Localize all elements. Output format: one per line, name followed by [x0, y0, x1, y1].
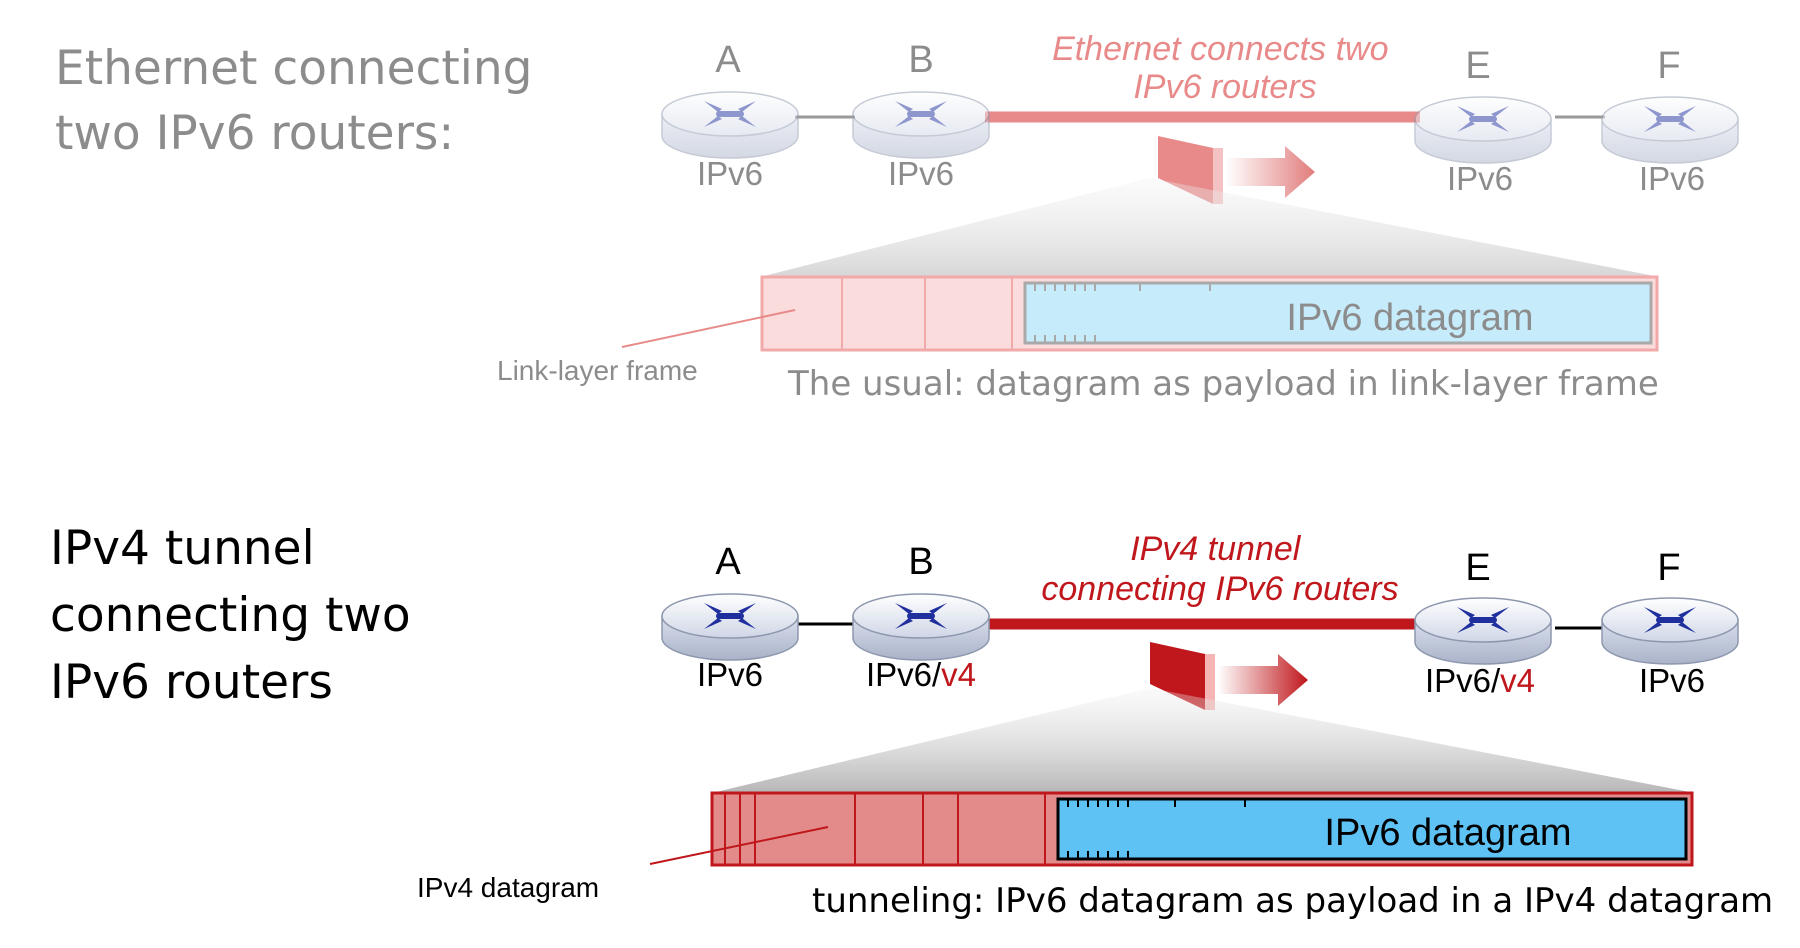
bottom-router-f-label: IPv6: [1639, 662, 1705, 699]
bottom-router-a-name: A: [715, 541, 741, 583]
bottom-payload-box: [1056, 797, 1688, 861]
bottom-datagram-pointer: [649, 826, 829, 865]
top-packet-icon: [1158, 136, 1223, 204]
top-zoom-wedge: [760, 178, 1660, 277]
top-link-label-line-2: IPv6 routers: [1133, 68, 1316, 106]
top-payload-box: [1023, 281, 1653, 345]
bottom-arrow-icon: [1218, 654, 1308, 706]
bottom-tunnel-label: IPv4 tunnel connecting IPv6 routers: [1041, 530, 1398, 608]
bottom-router-e-label: IPv6/v4: [1425, 662, 1535, 699]
bottom-router-f-icon: [1601, 597, 1739, 665]
bottom-tunneling-caption: tunneling: IPv6 datagram as payload in a…: [812, 881, 1773, 921]
top-payload-label: IPv6 datagram: [1286, 297, 1533, 339]
top-frame-caption: Link-layer frame: [497, 355, 698, 386]
bottom-router-b-icon: [852, 593, 990, 661]
top-heading-line-2: two IPv6 routers:: [55, 106, 454, 161]
bottom-router-b-name: B: [908, 541, 933, 583]
top-router-b-icon: [852, 91, 990, 159]
bottom-packet-icon: [1150, 642, 1215, 710]
top-link-label-line-1: Ethernet connects two: [1052, 30, 1388, 68]
bottom-tunnel-label-line-1: IPv4 tunnel: [1130, 530, 1302, 568]
top-frame-pointer: [621, 309, 796, 348]
bottom-zoom-wedge: [712, 688, 1695, 793]
bottom-ipv4-datagram: IPv6 datagram: [710, 791, 1694, 867]
top-router-a-name: A: [715, 39, 741, 81]
bottom-router-f-name: F: [1657, 547, 1680, 589]
bottom-heading: IPv4 tunnel connecting two IPv6 routers: [50, 521, 426, 710]
bottom-datagram-caption: IPv4 datagram: [417, 872, 599, 903]
top-heading-line-1: Ethernet connecting: [55, 41, 532, 96]
bottom-router-e-name: E: [1465, 547, 1490, 589]
bottom-heading-line-3: IPv6 routers: [50, 655, 333, 710]
top-router-a-label: IPv6: [697, 155, 763, 192]
bottom-section: IPv4 tunnel connecting two IPv6 routers …: [50, 521, 1773, 921]
bottom-heading-line-1: IPv4 tunnel: [50, 521, 315, 576]
bottom-heading-line-2: connecting two: [50, 588, 411, 643]
top-section: Ethernet connecting two IPv6 routers: A …: [55, 30, 1739, 404]
bottom-payload-label: IPv6 datagram: [1324, 812, 1571, 854]
top-router-a-icon: [661, 91, 799, 159]
top-arrow-icon: [1226, 146, 1315, 198]
bottom-router-e-icon: [1414, 597, 1552, 665]
top-router-f-name: F: [1657, 45, 1680, 87]
bottom-router-a-icon: [661, 593, 799, 661]
top-heading: Ethernet connecting two IPv6 routers:: [55, 41, 547, 161]
top-router-f-icon: [1601, 96, 1739, 164]
top-frame: IPv6 datagram: [760, 275, 1659, 352]
top-router-e-icon: [1414, 96, 1552, 164]
bottom-router-a-label: IPv6: [697, 656, 763, 693]
bottom-tunnel-label-line-2: connecting IPv6 routers: [1041, 570, 1398, 608]
top-router-b-label: IPv6: [888, 155, 954, 192]
top-router-e-name: E: [1465, 45, 1490, 87]
top-router-f-label: IPv6: [1639, 160, 1705, 197]
top-link-label: Ethernet connects two IPv6 routers: [1052, 30, 1398, 106]
top-router-e-label: IPv6: [1447, 160, 1513, 197]
bottom-router-b-label: IPv6/v4: [866, 656, 976, 693]
top-usual-caption: The usual: datagram as payload in link-l…: [787, 364, 1659, 404]
top-router-b-name: B: [908, 39, 933, 81]
